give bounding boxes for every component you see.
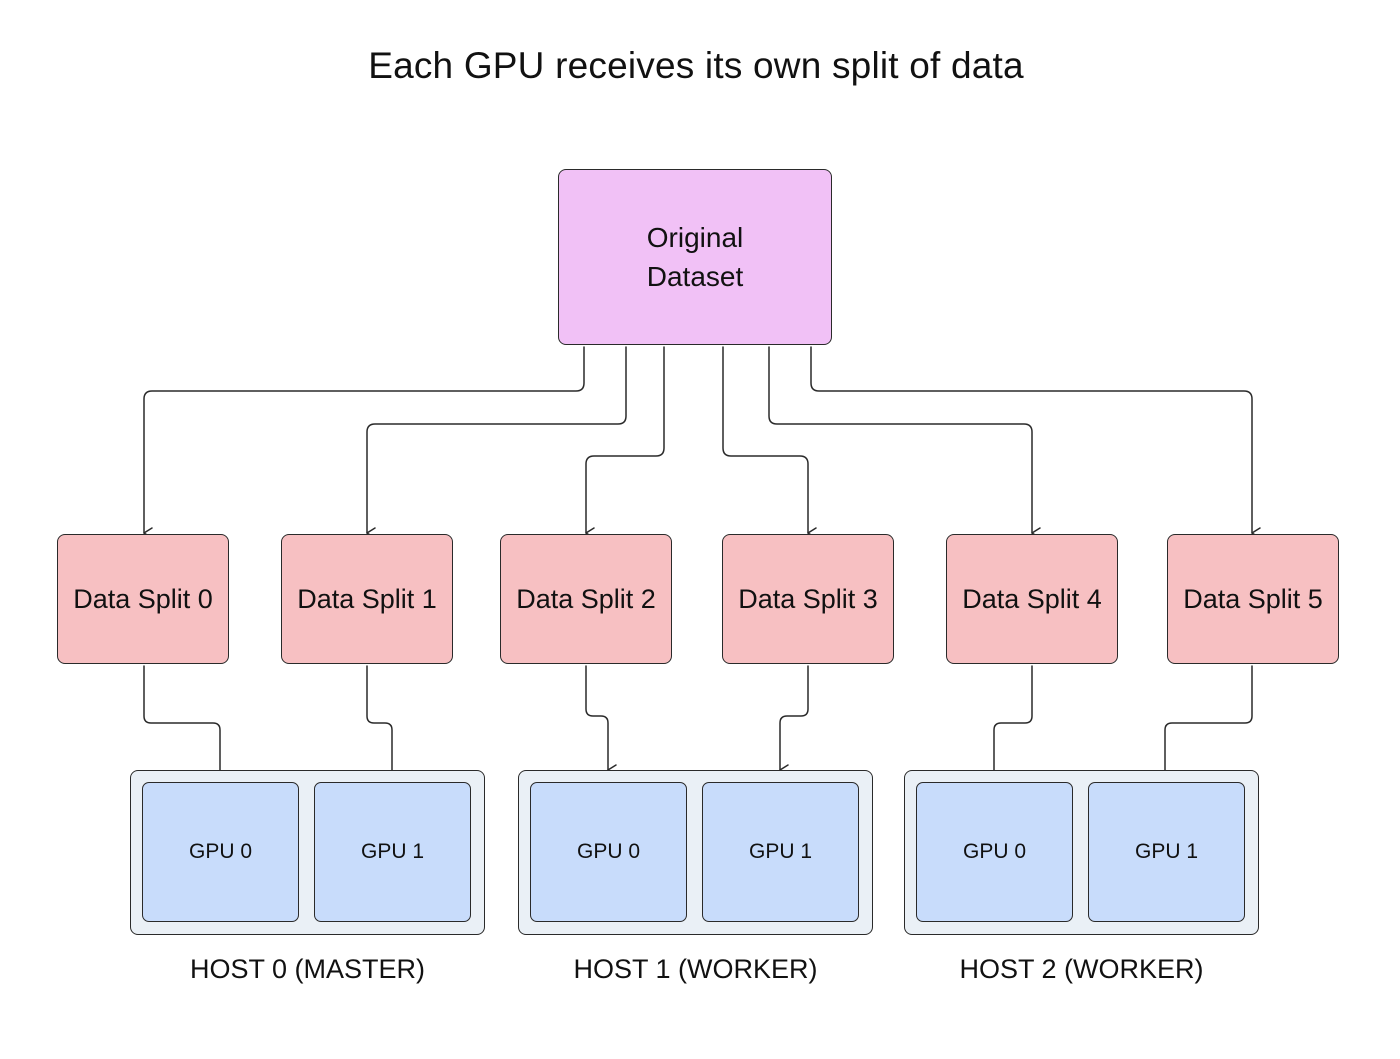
host-0-gpu-0-box: GPU 0: [142, 782, 299, 922]
host-2-gpu-1-box: GPU 1: [1088, 782, 1245, 922]
original-dataset-label-line-2: Dataset: [646, 261, 744, 292]
host-2-gpu-1-label: GPU 1: [1134, 840, 1199, 863]
host-0-label: HOST 0 (MASTER): [189, 954, 426, 984]
host-0-gpu-0-label: GPU 0: [188, 840, 253, 863]
connector-dataset-to-split-3: [722, 346, 817, 539]
original-dataset-box: Original Dataset: [558, 169, 832, 345]
original-dataset-label-line-1: Original: [646, 222, 744, 253]
connector-split-3-to-host-1-gpu-1: [779, 665, 809, 776]
host-2-gpu-0-box: GPU 0: [916, 782, 1073, 922]
connector-split-5-to-host-2-gpu-1: [1164, 665, 1253, 788]
host-1-gpu-0-box: GPU 0: [530, 782, 687, 922]
host-2-gpu-0-label: GPU 0: [962, 840, 1027, 863]
data-split-1-box: Data Split 1: [281, 534, 453, 664]
connector-split-0-to-host-0-gpu-0: [143, 665, 229, 788]
host-1-container: GPU 0 GPU 1: [518, 770, 873, 935]
connector-dataset-to-split-1: [366, 346, 627, 539]
connector-split-2-to-host-1-gpu-0: [585, 665, 617, 776]
data-split-1-label: Data Split 1: [297, 583, 437, 614]
host-1-gpu-0-label: GPU 0: [576, 840, 641, 863]
connector-dataset-to-split-2: [585, 346, 665, 539]
data-split-3-label: Data Split 3: [738, 583, 878, 614]
host-0-container: GPU 0 GPU 1: [130, 770, 485, 935]
data-split-2-box: Data Split 2: [500, 534, 672, 664]
connector-split-1-to-host-0-gpu-1: [366, 665, 401, 788]
host-0-gpu-1-label: GPU 1: [360, 840, 425, 863]
connector-dataset-to-split-4: [768, 346, 1041, 539]
host-1-gpu-1-box: GPU 1: [702, 782, 859, 922]
data-split-4-box: Data Split 4: [946, 534, 1118, 664]
connector-dataset-to-split-5: [810, 346, 1261, 539]
connector-dataset-to-split-0: [143, 346, 585, 539]
data-split-3-box: Data Split 3: [722, 534, 894, 664]
data-split-5-label: Data Split 5: [1183, 583, 1323, 614]
data-split-2-label: Data Split 2: [516, 583, 656, 614]
data-split-0-label: Data Split 0: [73, 583, 213, 614]
connector-split-4-to-host-2-gpu-0: [993, 665, 1033, 788]
host-1-gpu-1-label: GPU 1: [748, 840, 813, 863]
host-1-label: HOST 1 (WORKER): [573, 954, 818, 984]
host-2-container: GPU 0 GPU 1: [904, 770, 1259, 935]
data-split-4-label: Data Split 4: [962, 583, 1102, 614]
data-split-5-box: Data Split 5: [1167, 534, 1339, 664]
diagram-title: Each GPU receives its own split of data: [368, 45, 1024, 86]
host-0-gpu-1-box: GPU 1: [314, 782, 471, 922]
host-2-label: HOST 2 (WORKER): [959, 954, 1204, 984]
data-split-0-box: Data Split 0: [57, 534, 229, 664]
